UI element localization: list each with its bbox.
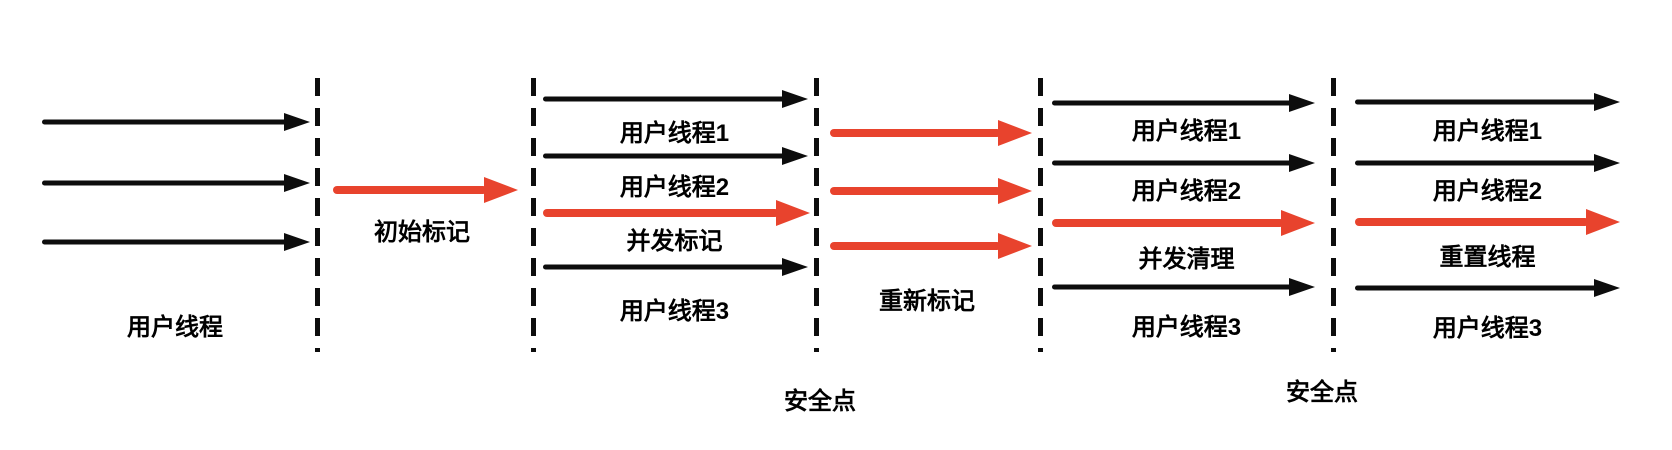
user-thread2-arrow: [1052, 153, 1315, 173]
thread1-label: 用户线程1: [1131, 118, 1242, 145]
user-thread1-arrow: [1355, 92, 1620, 112]
stage-label-reset-threads: 重置线程: [1439, 244, 1536, 271]
safepoint-line-2: [531, 78, 536, 352]
safepoint-line-1: [315, 78, 320, 352]
concurrent-mark-arrow: [543, 199, 810, 227]
thread1-label: 用户线程1: [619, 120, 730, 147]
safepoint-line-4: [1038, 78, 1043, 352]
reset-threads-arrow: [1355, 208, 1620, 236]
user-thread-arrow: [42, 112, 310, 132]
thread3-label: 用户线程3: [1131, 314, 1242, 341]
user-thread1-arrow: [543, 89, 808, 109]
thread1-label: 用户线程1: [1432, 118, 1543, 145]
user-thread2-arrow: [1355, 153, 1620, 173]
initial-mark-arrow: [333, 176, 518, 204]
stage-label-initial-mark: 初始标记: [374, 219, 470, 246]
stage-label-remark: 重新标记: [879, 288, 975, 315]
safepoint-line-5: [1331, 78, 1336, 352]
safepoint-label-left: 安全点: [784, 388, 856, 415]
user-thread3-arrow: [1355, 278, 1620, 298]
safepoint-line-3: [814, 78, 819, 352]
user-thread-arrow: [42, 232, 310, 252]
thread2-label: 用户线程2: [619, 174, 730, 201]
thread2-label: 用户线程2: [1131, 178, 1242, 205]
stage-label-user-threads: 用户线程: [127, 314, 223, 341]
remark-stw-arrow: [830, 232, 1032, 260]
user-thread1-arrow: [1052, 93, 1315, 113]
user-thread2-arrow: [543, 146, 808, 166]
remark-stw-arrow: [830, 177, 1032, 205]
user-thread-arrow: [42, 173, 310, 193]
concurrent-sweep-arrow: [1052, 209, 1315, 237]
thread2-label: 用户线程2: [1432, 178, 1543, 205]
stage-label-concurrent-sweep: 并发清理: [1138, 246, 1235, 273]
remark-stw-arrow: [830, 119, 1032, 147]
stage-label-concurrent-mark: 并发标记: [626, 228, 723, 255]
safepoint-label-right: 安全点: [1286, 379, 1358, 406]
thread3-label: 用户线程3: [1432, 315, 1543, 342]
user-thread3-arrow: [543, 257, 808, 277]
user-thread3-arrow: [1052, 277, 1315, 297]
thread3-label: 用户线程3: [619, 298, 730, 325]
